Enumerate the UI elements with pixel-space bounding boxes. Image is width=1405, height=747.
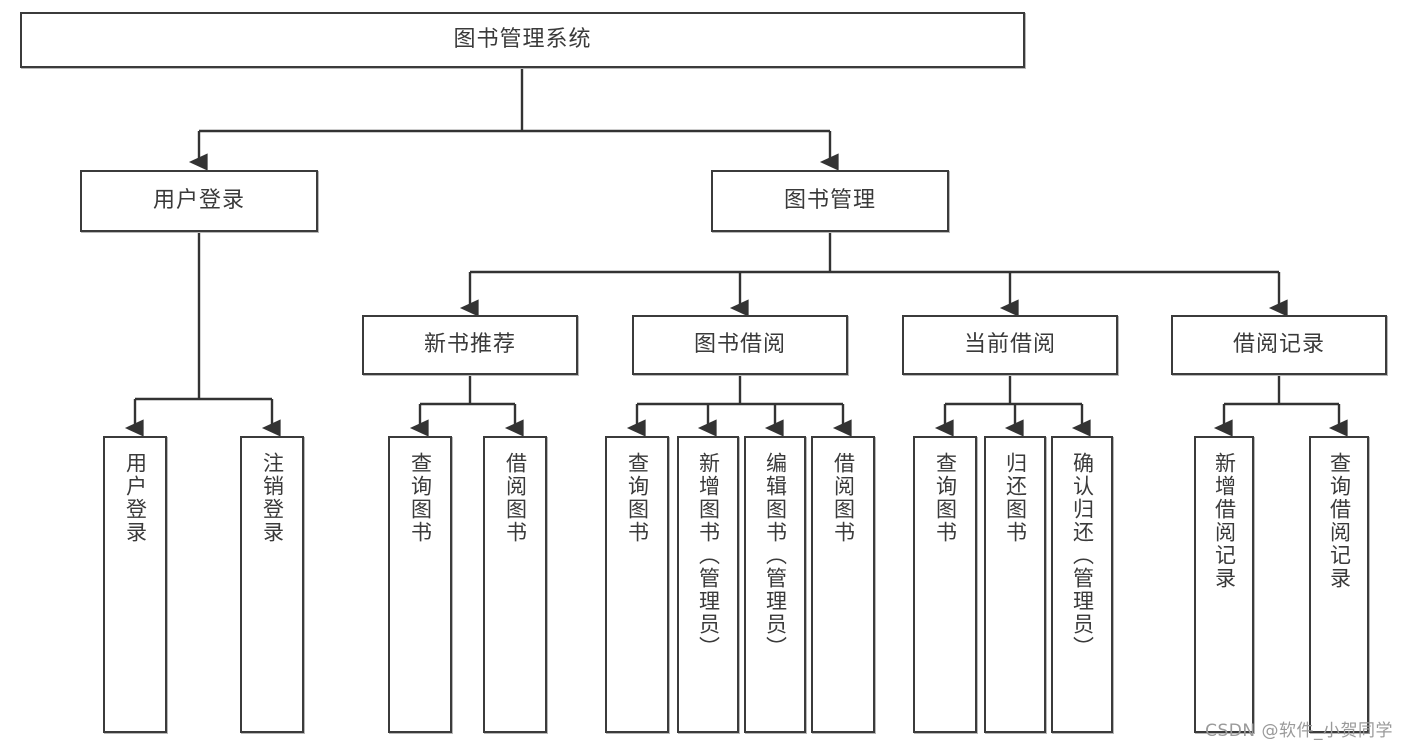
node-label: 用户登录 — [123, 452, 148, 544]
node-label: 查询图书 — [625, 452, 650, 544]
node-book-borrow[interactable]: 图书借阅 — [632, 315, 848, 375]
node-label: 新增借阅记录 — [1212, 452, 1237, 590]
watermark: CSDN @软件_小贺同学 — [1205, 721, 1393, 741]
node-label: 借阅图书 — [831, 452, 856, 544]
leaf-user-login[interactable]: 用户登录 — [103, 436, 167, 733]
node-user-login[interactable]: 用户登录 — [80, 170, 318, 232]
node-label: 借阅图书 — [503, 452, 528, 544]
node-label: 新书推荐 — [423, 332, 516, 358]
node-label: 新增图书（管理员） — [696, 452, 721, 659]
leaf-return-book[interactable]: 归还图书 — [984, 436, 1046, 733]
node-book-management[interactable]: 图书管理 — [711, 170, 949, 232]
leaf-logout[interactable]: 注销登录 — [240, 436, 304, 733]
node-label: 查询图书 — [408, 452, 433, 544]
node-label: 图书管理 — [783, 188, 876, 214]
node-root-system[interactable]: 图书管理系统 — [20, 12, 1025, 68]
leaf-confirm-return-admin[interactable]: 确认归还（管理员） — [1051, 436, 1113, 733]
node-label: 图书借阅 — [693, 332, 786, 358]
leaf-borrow-book-recommend[interactable]: 借阅图书 — [483, 436, 547, 733]
node-label: 编辑图书（管理员） — [763, 452, 788, 659]
leaf-query-book-recommend[interactable]: 查询图书 — [388, 436, 452, 733]
leaf-add-borrow-record[interactable]: 新增借阅记录 — [1194, 436, 1254, 733]
node-label: 借阅记录 — [1232, 332, 1325, 358]
node-label: 查询图书 — [933, 452, 958, 544]
node-borrow-record[interactable]: 借阅记录 — [1171, 315, 1387, 375]
node-label: 当前借阅 — [963, 332, 1056, 358]
node-current-borrow[interactable]: 当前借阅 — [902, 315, 1118, 375]
node-new-book-recommend[interactable]: 新书推荐 — [362, 315, 578, 375]
node-label: 确认归还（管理员） — [1070, 452, 1095, 659]
node-label: 用户登录 — [152, 188, 245, 214]
node-label: 注销登录 — [260, 452, 285, 544]
leaf-borrow-book[interactable]: 借阅图书 — [811, 436, 875, 733]
leaf-query-book-borrow[interactable]: 查询图书 — [605, 436, 669, 733]
leaf-query-book-current[interactable]: 查询图书 — [913, 436, 977, 733]
node-label: 归还图书 — [1003, 452, 1028, 544]
leaf-edit-book-admin[interactable]: 编辑图书（管理员） — [744, 436, 806, 733]
node-label: 查询借阅记录 — [1327, 452, 1352, 590]
leaf-query-borrow-record[interactable]: 查询借阅记录 — [1309, 436, 1369, 733]
leaf-add-book-admin[interactable]: 新增图书（管理员） — [677, 436, 739, 733]
node-label: 图书管理系统 — [453, 27, 592, 53]
